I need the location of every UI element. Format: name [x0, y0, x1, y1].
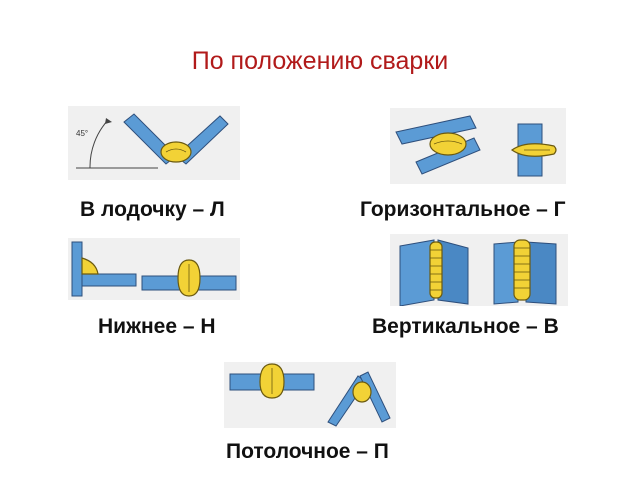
- flat-position-label: Нижнее – Н: [98, 315, 216, 338]
- horizontal-weld-illustration: [390, 108, 566, 184]
- flat-weld-illustration: [68, 238, 240, 300]
- horizontal-position-label: Горизонтальное – Г: [360, 198, 566, 221]
- page-title: По положению сварки: [191, 47, 449, 75]
- angle-label: 45°: [76, 129, 88, 138]
- vertical-weld-illustration: [390, 234, 568, 306]
- boat-position-label: В лодочку – Л: [80, 198, 225, 221]
- vertical-position-label: Вертикальное – В: [372, 315, 559, 338]
- boat-weld-illustration: 45°: [68, 106, 240, 180]
- overhead-weld-illustration: [224, 362, 396, 428]
- overhead-position-label: Потолочное – П: [226, 440, 389, 463]
